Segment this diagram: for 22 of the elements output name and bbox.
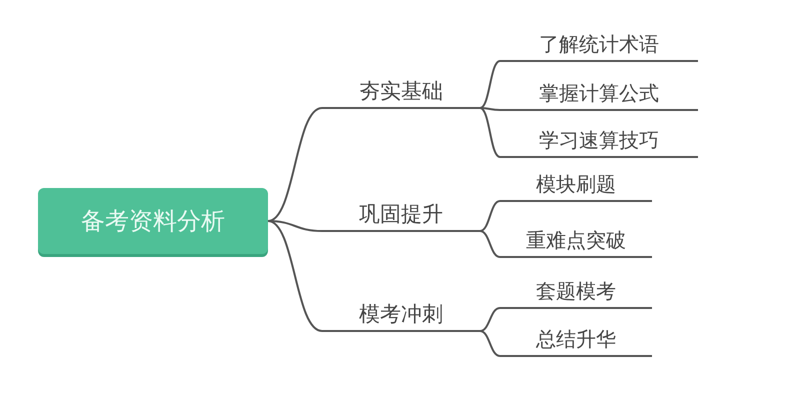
topic-label: 套题模考 <box>536 278 616 305</box>
connector-line <box>480 60 500 109</box>
connector-line <box>268 107 322 222</box>
connector-line <box>268 220 322 232</box>
connector-line <box>480 107 500 111</box>
connector-line <box>480 200 500 232</box>
connector-line <box>480 330 500 357</box>
topic-label: 备考资料分析 <box>81 206 225 237</box>
connector-line <box>268 220 322 332</box>
topic-label: 掌握计算公式 <box>539 80 659 107</box>
topic-label: 夯实基础 <box>359 78 443 105</box>
topic-label: 巩固提升 <box>359 201 443 228</box>
topic-label: 模块刷题 <box>536 171 616 198</box>
topic-label: 学习速算技巧 <box>539 127 659 154</box>
connector-line <box>480 307 500 332</box>
root-topic-box <box>38 188 268 254</box>
topic-label: 重难点突破 <box>526 227 626 254</box>
connector-line <box>480 230 500 258</box>
connector-line <box>480 107 500 158</box>
topic-label: 了解统计术语 <box>539 31 659 58</box>
topic-label: 模考冲刺 <box>359 301 443 328</box>
topic-label: 总结升华 <box>536 326 616 353</box>
